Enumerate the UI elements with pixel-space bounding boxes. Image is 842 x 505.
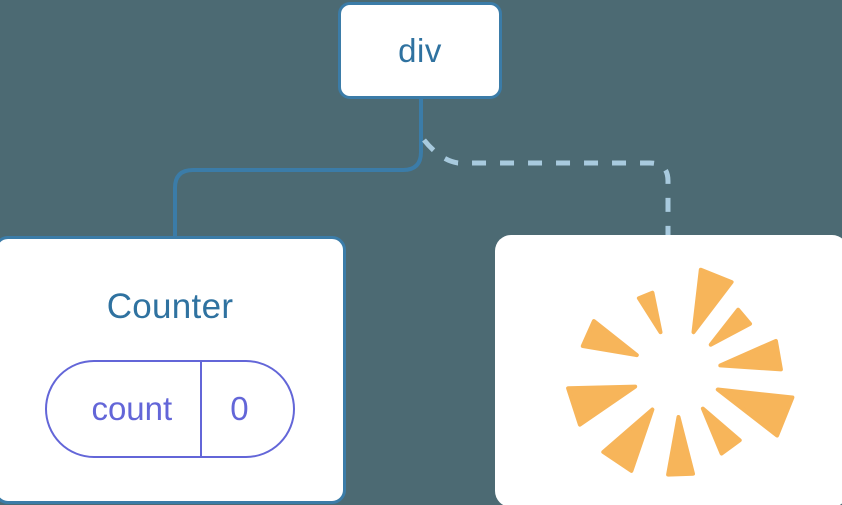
sparkle-ray-5 <box>666 415 695 477</box>
sparkle-ray-4 <box>700 406 742 456</box>
sparkle-ray-1 <box>708 307 752 347</box>
sparkle-ray-7 <box>566 384 638 427</box>
state-pill-divider <box>200 362 203 456</box>
sparkle-ray-0 <box>691 267 734 335</box>
node-counter[interactable]: Counter count 0 <box>0 236 346 504</box>
node-div[interactable]: div <box>338 2 502 99</box>
node-counter-title: Counter <box>106 287 234 326</box>
node-div-label: div <box>398 31 442 69</box>
edge-div-to-counter <box>173 97 423 240</box>
sparkle-ray-3 <box>715 387 795 438</box>
sparkle-ray-2 <box>718 338 783 372</box>
state-pill-value: 0 <box>230 390 249 427</box>
sparkle-ray-8 <box>580 319 639 358</box>
node-sparkle[interactable] <box>495 235 842 505</box>
sparkle-ray-6 <box>601 407 655 473</box>
sparkle-burst-icon <box>566 267 795 477</box>
state-pill[interactable]: count 0 <box>45 360 295 458</box>
state-pill-key: count <box>91 390 173 427</box>
edge-div-to-sparkle <box>422 138 671 238</box>
sparkle-ray-9 <box>636 290 663 335</box>
